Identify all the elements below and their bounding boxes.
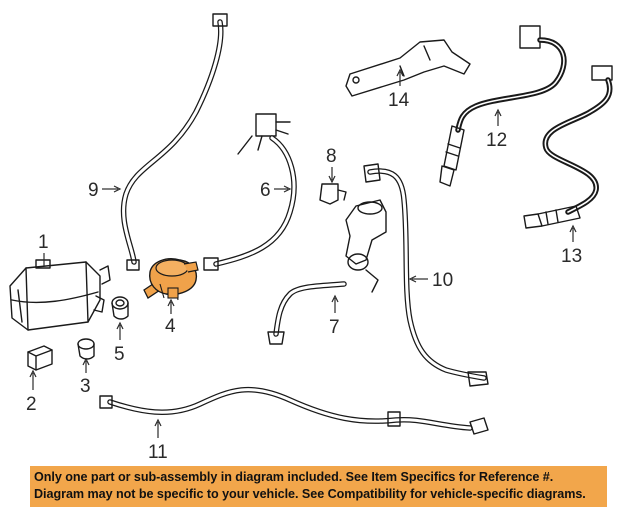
callout-4: 4	[165, 298, 176, 337]
callout-13: 13	[561, 224, 582, 267]
callout-9: 9	[88, 180, 122, 201]
svg-text:13: 13	[561, 246, 582, 267]
svg-text:1: 1	[38, 232, 49, 253]
callout-10: 10	[408, 270, 453, 291]
callout-11: 11	[148, 418, 168, 462]
part-11-line-assembly	[99, 386, 489, 435]
svg-text:9: 9	[88, 180, 99, 201]
parts-diagram: 1 2 3 4 5	[9, 13, 613, 462]
callout-8: 8	[326, 146, 337, 184]
part-4-purge-valve-highlighted	[143, 258, 199, 301]
svg-text:2: 2	[26, 394, 37, 415]
part-13-oxygen-sensor	[523, 65, 613, 229]
svg-text:5: 5	[114, 344, 125, 365]
disclaimer-line-1: Only one part or sub-assembly in diagram…	[34, 470, 554, 484]
part-10-hose	[363, 163, 489, 387]
svg-text:8: 8	[326, 146, 337, 167]
disclaimer-line-2: Diagram may not be specific to your vehi…	[34, 487, 586, 501]
svg-text:12: 12	[486, 130, 507, 151]
part-1-charcoal-canister	[9, 259, 111, 331]
callout-14: 14	[388, 68, 410, 111]
part-12-oxygen-sensor	[439, 25, 567, 187]
callout-12: 12	[486, 108, 507, 151]
callout-7: 7	[329, 294, 340, 338]
callout-3: 3	[80, 357, 91, 397]
svg-text:10: 10	[432, 270, 453, 291]
disclaimer-banner: Only one part or sub-assembly in diagram…	[30, 466, 607, 507]
part-3-grommet	[77, 338, 95, 360]
part-9-vent-hose	[120, 13, 228, 271]
callout-6: 6	[260, 180, 292, 201]
part-6-purge-hose	[203, 113, 297, 271]
svg-text:11: 11	[148, 442, 168, 462]
part-7-valve-hose-assembly	[267, 199, 387, 345]
part-2-pad	[27, 345, 53, 371]
svg-text:6: 6	[260, 180, 271, 201]
callout-2: 2	[26, 369, 37, 415]
svg-text:3: 3	[80, 376, 91, 397]
svg-text:7: 7	[329, 317, 340, 338]
part-5-fitting	[111, 296, 129, 320]
svg-text:4: 4	[165, 316, 176, 337]
svg-text:14: 14	[388, 90, 410, 111]
part-8-clip	[319, 183, 347, 205]
part-14-bracket	[345, 39, 471, 97]
callout-1: 1	[38, 232, 49, 266]
callout-5: 5	[114, 321, 125, 365]
